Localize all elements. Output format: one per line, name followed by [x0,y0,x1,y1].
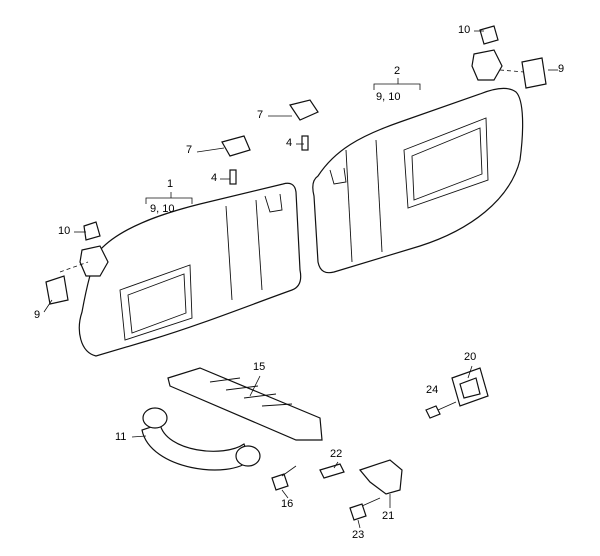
visor-mounts [45,25,547,305]
label-part-21: 21 [382,510,395,522]
label-part-1: 1 [167,178,174,190]
label-part-4-left: 4 [211,172,218,184]
leader-lines [43,30,558,529]
label-part-10-left: 10 [58,225,71,237]
label-part-23: 23 [352,529,365,541]
label-part-22: 22 [330,448,343,460]
label-part-24: 24 [426,384,439,396]
screws [271,401,457,521]
grab-handle [141,407,261,471]
label-part-16: 16 [281,498,294,510]
label-part-10-right: 10 [458,24,471,36]
coat-hook [451,367,489,407]
label-part-7-left: 7 [186,144,193,156]
right-sun-visor [312,87,524,274]
label-part-2-sub: 9, 10 [376,91,401,103]
label-part-2: 2 [394,65,401,77]
label-part-9-left: 9 [34,309,41,321]
label-part-7-right: 7 [257,109,264,121]
label-part-1-sub: 9, 10 [150,203,175,215]
left-sun-visor [78,182,302,357]
label-part-15: 15 [253,361,266,373]
label-part-11: 11 [115,431,127,443]
label-part-20: 20 [464,351,477,363]
label-part-9-right: 9 [558,63,565,75]
cover-part [167,367,323,441]
label-part-4-right: 4 [286,137,293,149]
